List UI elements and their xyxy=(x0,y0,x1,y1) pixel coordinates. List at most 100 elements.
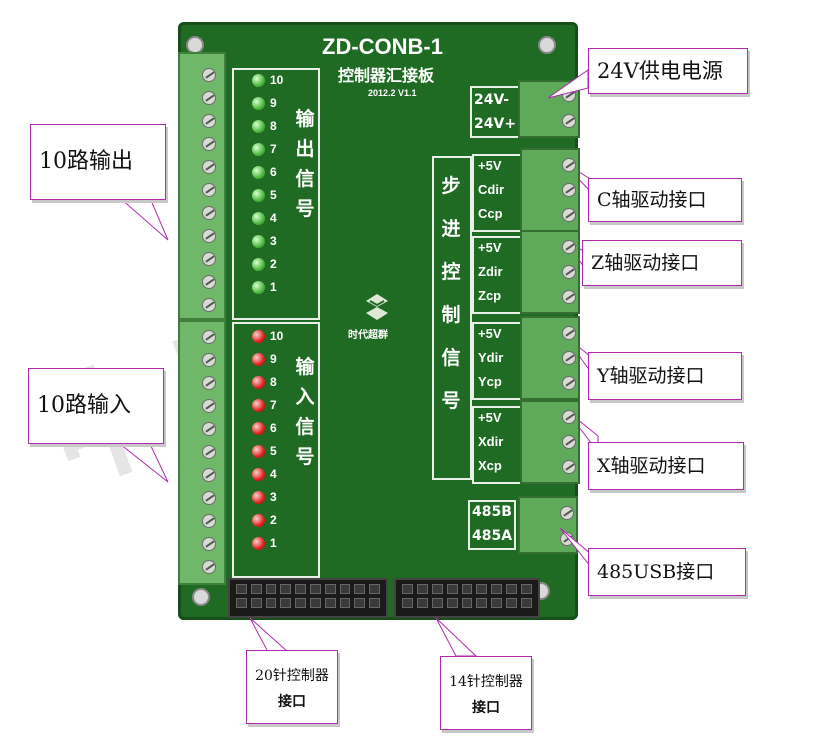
input-led xyxy=(252,491,265,504)
output-led-number: 4 xyxy=(270,211,277,225)
output-led xyxy=(252,166,265,179)
power-screw-2 xyxy=(562,114,576,128)
callout-20pin-line2: 接口 xyxy=(278,694,306,710)
input-led-number: 5 xyxy=(270,444,277,458)
callout-20pin-line1: 20针控制器 xyxy=(255,668,329,684)
output-section-label: 输出信号 xyxy=(294,104,316,224)
input-terminal-screw xyxy=(202,399,216,413)
axis-x-label: Xdir xyxy=(478,434,504,449)
rs485-label-a: 485A xyxy=(472,528,513,544)
header-pin xyxy=(280,584,292,594)
output-led-number: 3 xyxy=(270,234,277,248)
output-led xyxy=(252,212,265,225)
header-pin xyxy=(324,598,336,608)
callout-input-10: 10路输入 xyxy=(28,368,164,444)
header-pin xyxy=(250,598,262,608)
axis-screw xyxy=(562,265,576,279)
section-char: 信 xyxy=(295,168,315,190)
callout-14pin-line2: 接口 xyxy=(472,700,500,716)
rs485-screw-1 xyxy=(560,506,574,520)
header-pin xyxy=(521,598,533,608)
output-led xyxy=(252,74,265,87)
output-led xyxy=(252,235,265,248)
axis-x-connector xyxy=(520,400,580,484)
callout-485usb: 485USB接口 xyxy=(588,548,746,596)
output-led xyxy=(252,120,265,133)
header-pin xyxy=(431,584,443,594)
input-led-number: 6 xyxy=(270,421,277,435)
header-pin xyxy=(309,598,321,608)
section-char: 输 xyxy=(295,108,315,130)
header-pin xyxy=(402,584,413,594)
input-section-frame xyxy=(232,322,320,578)
section-char: 输 xyxy=(295,356,315,378)
axis-screw xyxy=(562,326,576,340)
header-pin xyxy=(295,598,306,608)
output-led-number: 8 xyxy=(270,119,277,133)
axis-screw xyxy=(562,410,576,424)
output-led xyxy=(252,281,265,294)
axis-screw xyxy=(562,435,576,449)
axis-screw xyxy=(562,460,576,474)
header-pin xyxy=(506,598,518,608)
output-terminal-screw xyxy=(202,114,216,128)
header-pin xyxy=(324,584,336,594)
header-pin xyxy=(491,584,503,594)
axis-c-connector xyxy=(520,148,580,232)
header-pin xyxy=(369,584,380,594)
output-led xyxy=(252,143,265,156)
output-terminal-screw xyxy=(202,68,216,82)
axis-screw xyxy=(562,376,576,390)
callout-z-axis: Z轴驱动接口 xyxy=(582,240,742,286)
input-terminal-screw xyxy=(202,491,216,505)
mount-hole-top-right xyxy=(538,36,556,54)
input-led xyxy=(252,514,265,527)
axis-z-label: +5V xyxy=(478,240,502,255)
axis-screw xyxy=(562,183,576,197)
axis-y-label: Ycp xyxy=(478,374,502,389)
input-led-number: 10 xyxy=(270,329,284,343)
header-pin xyxy=(309,584,321,594)
input-led-number: 2 xyxy=(270,513,277,527)
header-pin xyxy=(431,598,443,608)
pointer-in xyxy=(118,443,169,483)
input-led-number: 1 xyxy=(270,536,277,550)
axis-z-label: Zcp xyxy=(478,288,502,303)
header-14pin xyxy=(394,578,540,618)
header-pin xyxy=(339,584,351,594)
section-char: 出 xyxy=(295,138,315,160)
header-pin xyxy=(416,584,428,594)
axis-x-label: Xcp xyxy=(478,458,502,473)
output-section-frame xyxy=(232,68,320,320)
section-char: 号 xyxy=(295,446,315,468)
axis-x-label: +5V xyxy=(478,410,502,425)
input-led xyxy=(252,445,265,458)
mount-hole-bottom-left xyxy=(192,588,210,606)
header-pin xyxy=(265,598,277,608)
callout-y-axis: Y轴驱动接口 xyxy=(588,352,742,400)
pcb-board xyxy=(178,22,578,620)
header-pin xyxy=(402,598,413,608)
axis-screw xyxy=(562,240,576,254)
board-version: 2012.2 V1.1 xyxy=(368,88,417,98)
header-pin xyxy=(265,584,277,594)
header-pin xyxy=(339,598,351,608)
callout-14pin: 14针控制器 接口 xyxy=(440,656,532,730)
axis-screw xyxy=(562,158,576,172)
input-led-number: 7 xyxy=(270,398,277,412)
section-char: 入 xyxy=(295,386,315,408)
input-terminal-screw xyxy=(202,330,216,344)
logo-text: 时代超群 xyxy=(348,330,388,341)
input-terminal-screw xyxy=(202,537,216,551)
output-terminal-screw xyxy=(202,298,216,312)
header-pin xyxy=(446,598,458,608)
axis-c-label: Cdir xyxy=(478,182,504,197)
power-label-minus: 24V- xyxy=(474,92,510,108)
section-char: 进 xyxy=(441,218,461,240)
input-led xyxy=(252,376,265,389)
output-led-number: 10 xyxy=(270,73,284,87)
header-pin xyxy=(280,598,292,608)
output-terminal-block xyxy=(178,52,226,320)
output-terminal-screw xyxy=(202,137,216,151)
input-led xyxy=(252,537,265,550)
